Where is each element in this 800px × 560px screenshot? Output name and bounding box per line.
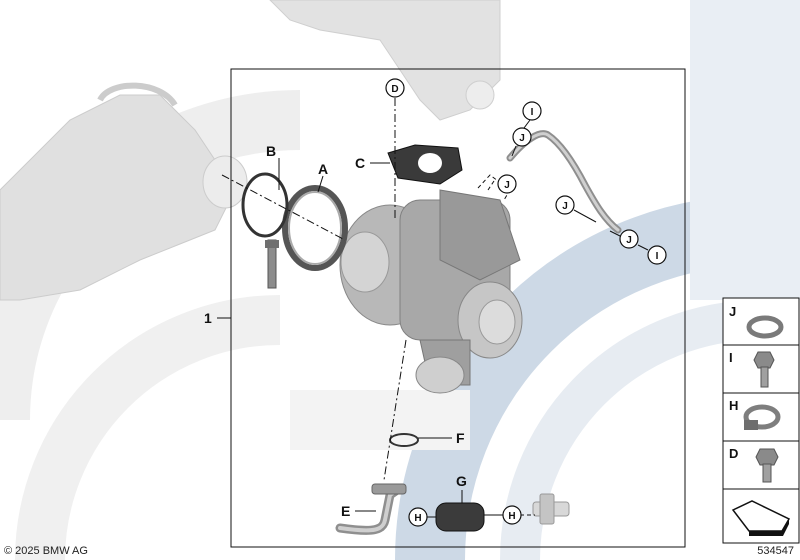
callout-c: C: [355, 155, 365, 171]
leader-lines: [217, 98, 649, 518]
sealing-ring-icon: [746, 315, 784, 339]
callout-j-top: J: [519, 133, 525, 144]
callout-e: E: [341, 503, 350, 519]
legend-label-d: D: [729, 446, 738, 461]
legend-row-d: D: [729, 446, 779, 483]
banjo-bolt-icon: [753, 351, 775, 388]
copyright-text: © 2025 BMW AG: [4, 545, 88, 557]
callout-circle-d: D: [385, 78, 405, 98]
drain-fitting: [532, 493, 570, 525]
callout-circle-i-top: I: [522, 101, 542, 121]
callout-circle-h-right: H: [502, 505, 522, 525]
legend-row-i: I: [729, 350, 775, 388]
callout-i-low: I: [656, 251, 659, 262]
turbocharger: [339, 189, 523, 394]
part-e-drain-pipe: [335, 483, 407, 535]
callout-g: G: [456, 473, 467, 489]
callout-h-left: H: [414, 513, 421, 524]
callout-j-right: J: [562, 201, 568, 212]
callout-j-mid: J: [504, 180, 510, 191]
callout-b: B: [266, 143, 276, 159]
assembly-label-1: 1: [204, 310, 212, 326]
assembly-frame: [230, 68, 686, 548]
legend-label-j: J: [729, 304, 736, 319]
callout-circle-j-right: J: [555, 195, 575, 215]
oil-feed-pipe: [506, 130, 622, 234]
legend-label-i: I: [729, 350, 733, 365]
cut-arrow-icon: [731, 500, 791, 536]
hose-clamp-icon: [743, 404, 781, 430]
part-g-hose: [435, 502, 485, 532]
callout-j-low: J: [626, 235, 632, 246]
part-b-gasket: [241, 172, 289, 289]
callout-i-top: I: [531, 107, 534, 118]
legend-row-h: H: [729, 398, 781, 430]
callout-f: F: [456, 430, 465, 446]
callout-circle-j-low: J: [619, 229, 639, 249]
callout-a: A: [318, 161, 328, 177]
particulate-filter-ghost: [0, 82, 248, 301]
exhaust-manifold-ghost: [269, 0, 501, 121]
callout-circle-i-low: I: [647, 245, 667, 265]
document-number: 534547: [757, 545, 794, 557]
callout-h-right: H: [508, 511, 515, 522]
part-c-flange-gasket: [387, 144, 463, 185]
hex-bolt-icon: [755, 448, 779, 483]
part-a-clamp: [282, 185, 348, 271]
callout-circle-h-left: H: [408, 507, 428, 527]
legend-label-h: H: [729, 398, 738, 413]
legend-row-j: J: [729, 304, 784, 339]
callout-circle-j-top: J: [512, 127, 532, 147]
callout-circle-j-mid: J: [497, 174, 517, 194]
legend-panel: J I H D: [722, 297, 800, 544]
callout-d: D: [391, 84, 398, 95]
